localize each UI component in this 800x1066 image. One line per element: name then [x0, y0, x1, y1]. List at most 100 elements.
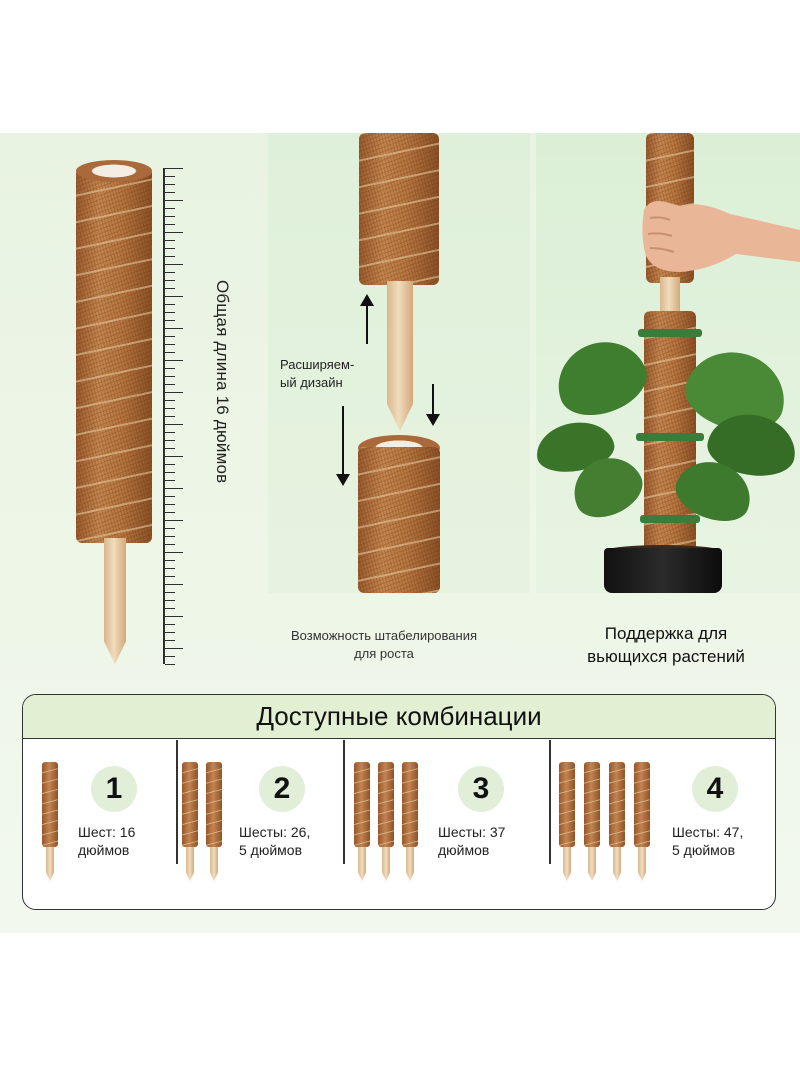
ruler-tick — [165, 544, 175, 545]
ruler-tick — [165, 664, 175, 665]
ruler-tick — [165, 232, 183, 233]
ruler-tick — [165, 488, 183, 489]
ruler-tick — [165, 392, 183, 393]
down-arrow-icon — [336, 406, 350, 486]
ruler-tick — [165, 376, 175, 377]
ruler-tick — [165, 184, 175, 185]
ruler-tick — [165, 576, 175, 577]
ruler-tick — [165, 400, 175, 401]
ruler-tick — [165, 424, 183, 425]
ruler-tick — [165, 240, 175, 241]
ruler-tick — [165, 656, 175, 657]
ruler-tick — [165, 168, 183, 169]
stacking-panel — [268, 133, 530, 593]
ruler-tick — [165, 280, 175, 281]
ruler-tick — [165, 648, 183, 649]
option-description: Шест: 16 дюймов — [78, 824, 136, 858]
joint-stake-image — [660, 277, 680, 317]
ruler-tick — [165, 496, 175, 497]
lower-supported-pole-image — [644, 311, 696, 551]
combination-option-1: 1 Шест: 16 дюймов — [23, 740, 176, 909]
combination-option-4: 4 Шесты: 47, 5 дюймов — [550, 740, 775, 909]
option-description: Шесты: 26, 5 дюймов — [239, 824, 311, 858]
connector-stake-image — [387, 281, 413, 431]
ruler-tick — [165, 224, 175, 225]
ruler-tick — [165, 320, 175, 321]
combination-option-2: 2 Шесты: 26, 5 дюймов — [177, 740, 343, 909]
ruler-tick — [165, 432, 175, 433]
ruler-tick — [165, 592, 175, 593]
hand-image — [642, 201, 800, 272]
ruler-tick — [165, 504, 175, 505]
coir-pole-image — [76, 168, 152, 543]
ruler-tick — [165, 416, 175, 417]
column-divider — [343, 740, 345, 864]
pole-top-opening — [76, 160, 152, 182]
monstera-leaf — [546, 329, 656, 427]
option-number-badge: 4 — [692, 766, 738, 812]
upper-pole-image — [359, 133, 439, 285]
total-length-label: Общая длина 16 дюймов — [213, 280, 232, 484]
ruler-tick — [165, 552, 183, 553]
down-arrow-icon — [426, 384, 440, 426]
ruler-tick — [165, 328, 183, 329]
ruler-tick — [165, 472, 175, 473]
option-number-badge: 1 — [91, 766, 137, 812]
ruler-tick — [165, 176, 175, 177]
ruler-tick — [165, 200, 183, 201]
expandable-design-label: Расширяем- ый дизайн — [280, 357, 355, 390]
ruler-tick — [165, 336, 175, 337]
ruler-tick — [165, 624, 175, 625]
ruler-tick — [165, 368, 175, 369]
option-number-badge: 3 — [458, 766, 504, 812]
ruler-tick — [165, 584, 183, 585]
ruler-tick — [165, 216, 175, 217]
ruler-tick — [165, 632, 175, 633]
plant-pot — [604, 548, 722, 593]
ruler-tick — [165, 512, 175, 513]
ruler-tick — [165, 312, 175, 313]
column-divider — [549, 740, 551, 864]
ruler-tick — [165, 536, 175, 537]
ruler-tick — [165, 344, 175, 345]
ruler-tick — [165, 360, 183, 361]
ruler-tick — [165, 480, 175, 481]
ruler-tick — [165, 520, 183, 521]
column-divider — [176, 740, 178, 864]
option-number-badge: 2 — [259, 766, 305, 812]
ruler-tick — [165, 616, 183, 617]
ruler-tick — [165, 352, 175, 353]
climbing-support-caption: Поддержка для вьющихся растений — [587, 624, 745, 666]
ruler-tick — [165, 296, 183, 297]
plant-tie-strap — [640, 515, 700, 523]
ruler-tick — [165, 192, 175, 193]
ruler-tick — [165, 640, 175, 641]
length-ruler — [163, 168, 183, 665]
ruler-tick — [165, 256, 175, 257]
ruler-tick — [165, 208, 175, 209]
plant-tie-strap — [636, 433, 704, 441]
ruler-tick — [165, 448, 175, 449]
option-description: Шесты: 37 дюймов — [438, 824, 506, 858]
ruler-tick — [165, 248, 175, 249]
up-arrow-icon — [360, 294, 374, 344]
ruler-tick — [165, 464, 175, 465]
ruler-tick — [165, 440, 175, 441]
ruler-tick — [165, 528, 175, 529]
wooden-stake-image — [104, 538, 126, 664]
ruler-tick — [165, 600, 175, 601]
ruler-tick — [165, 304, 175, 305]
option-description: Шесты: 47, 5 дюймов — [672, 824, 744, 858]
combinations-title: Доступные комбинации — [23, 695, 775, 739]
ruler-tick — [165, 456, 183, 457]
ruler-tick — [165, 384, 175, 385]
combination-option-3: 3 Шесты: 37 дюймов — [344, 740, 549, 909]
lower-pole-image — [358, 447, 440, 593]
stacking-caption: Возможность штабелирования для роста — [290, 628, 478, 661]
ruler-tick — [165, 568, 175, 569]
plant-tie-strap — [638, 329, 702, 337]
ruler-tick — [165, 272, 175, 273]
ruler-tick — [165, 608, 175, 609]
ruler-tick — [165, 408, 175, 409]
